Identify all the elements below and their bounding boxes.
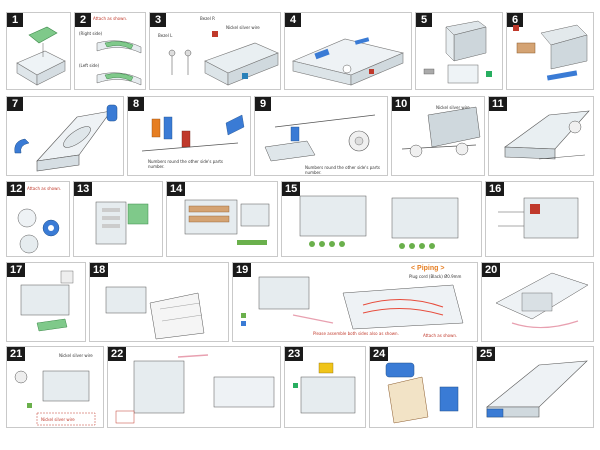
step-10-illustration [401,106,481,158]
step-number: 22 [108,347,127,361]
step-11-illustration [504,110,590,160]
step-number: 9 [255,97,271,111]
step-panel-20: 20 [481,262,594,342]
step-panel-3: 3 Bezel R Bezel L Nickel silver wire [149,12,281,90]
step-number: 5 [416,13,432,27]
step-panel-16: 16 [485,181,594,257]
step-number: 18 [90,263,109,277]
numbers-note: Numbers round the other side's parts num… [148,159,224,169]
step-13-illustration [95,201,149,245]
step-22-illustration [115,354,275,424]
step-number: 11 [489,97,507,111]
step-number: 1 [7,13,23,27]
step-number: 12 [7,182,26,196]
step-panel-25: 25 [476,346,594,428]
step-number: 25 [477,347,496,361]
step-17-illustration [20,270,74,332]
step-12-illustration [17,208,60,254]
step-1-illustration [16,26,66,86]
right-side-label: (Right side) [79,31,103,36]
step-panel-21: 21 Nickel silver wire Nickel silver wire [6,346,104,428]
step-21-illustration [14,370,96,426]
step-number: 10 [392,97,411,111]
step-panel-2: 2 Attach as shown. (Right side) (Left si… [74,12,146,90]
pipe-note: Please assemble both sides also as shown… [313,331,399,336]
step-panel-6: 6 [506,12,594,90]
step-number: 13 [74,182,93,196]
left-side-label: (Left side) [79,63,100,68]
piping-heading: < Piping > [411,265,445,272]
step-14-illustration [184,199,270,245]
step-7-illustration [14,104,118,172]
step-panel-9: 9 Numbers round the other side's parts n… [254,96,388,176]
step-panel-12: 12 Attach as shown. [6,181,70,257]
numbers-note: Numbers round the other side's parts num… [305,165,381,175]
step-number: 15 [282,182,301,196]
step-2-illustration [96,40,142,86]
step-panel-22: 22 [107,346,281,428]
step-8-illustration [141,114,245,152]
wire-label: Nickel silver wire [59,353,93,358]
step-panel-11: 11 [488,96,594,176]
step-5-illustration [423,20,492,84]
step-panel-10: 10 Nickel silver wire [391,96,485,176]
bezel-r-label: Bezel R [200,16,215,21]
step-panel-5: 5 [415,12,503,90]
step-15-illustration [299,195,459,249]
step-panel-14: 14 [166,181,278,257]
step-number: 7 [7,97,23,111]
attach-note: Attach as shown. [423,333,458,338]
step-panel-15: 15 [281,181,482,257]
step-panel-13: 13 [73,181,163,257]
step-4-illustration [292,37,404,86]
step-panel-23: 23 [284,346,366,428]
step-23-illustration [293,362,356,414]
step-number: 20 [482,263,501,277]
step-number: 6 [507,13,523,27]
attach-note: Attach as shown. [27,186,62,191]
step-number: 17 [7,263,26,277]
bezel-l-label: Bezel L [158,33,173,38]
wire-label-2: Nickel silver wire [41,417,75,422]
step-number: 3 [150,13,166,27]
step-number: 19 [233,263,252,277]
step-number: 8 [128,97,144,111]
step-16-illustration [498,197,579,239]
step-number: 21 [7,347,26,361]
plug-cord-label: Plug cord (Black) Ø0.9mm [409,274,462,279]
step-number: 16 [486,182,505,196]
step-panel-17: 17 [6,262,86,342]
step-panel-8: 8 Numbers round the other side's parts n… [127,96,251,176]
step-18-illustration [105,286,205,340]
step-panel-1: 1 [6,12,71,90]
step-panel-4: 4 [284,12,412,90]
step-panel-18: 18 [89,262,229,342]
step-6-illustration [513,24,588,81]
step-9-illustration [264,114,376,162]
step-24-illustration [385,362,459,424]
step-3-illustration [168,31,279,86]
step-number: 14 [167,182,186,196]
step-19-illustration [241,276,464,330]
step-20-illustration [495,272,589,329]
step-panel-19: 19 < Piping > Plug cord (Black) Ø0.9mm P… [232,262,478,342]
wire-label: Nickel silver wire [436,105,470,110]
step-panel-7: 7 [6,96,124,176]
step-25-illustration [486,360,588,418]
step-panel-24: 24 [369,346,473,428]
attach-note: Attach as shown. [93,16,128,21]
wire-label: Nickel silver wire [226,25,260,30]
step-number: 24 [370,347,389,361]
step-number: 23 [285,347,304,361]
step-number: 4 [285,13,301,27]
step-number: 2 [75,13,91,27]
